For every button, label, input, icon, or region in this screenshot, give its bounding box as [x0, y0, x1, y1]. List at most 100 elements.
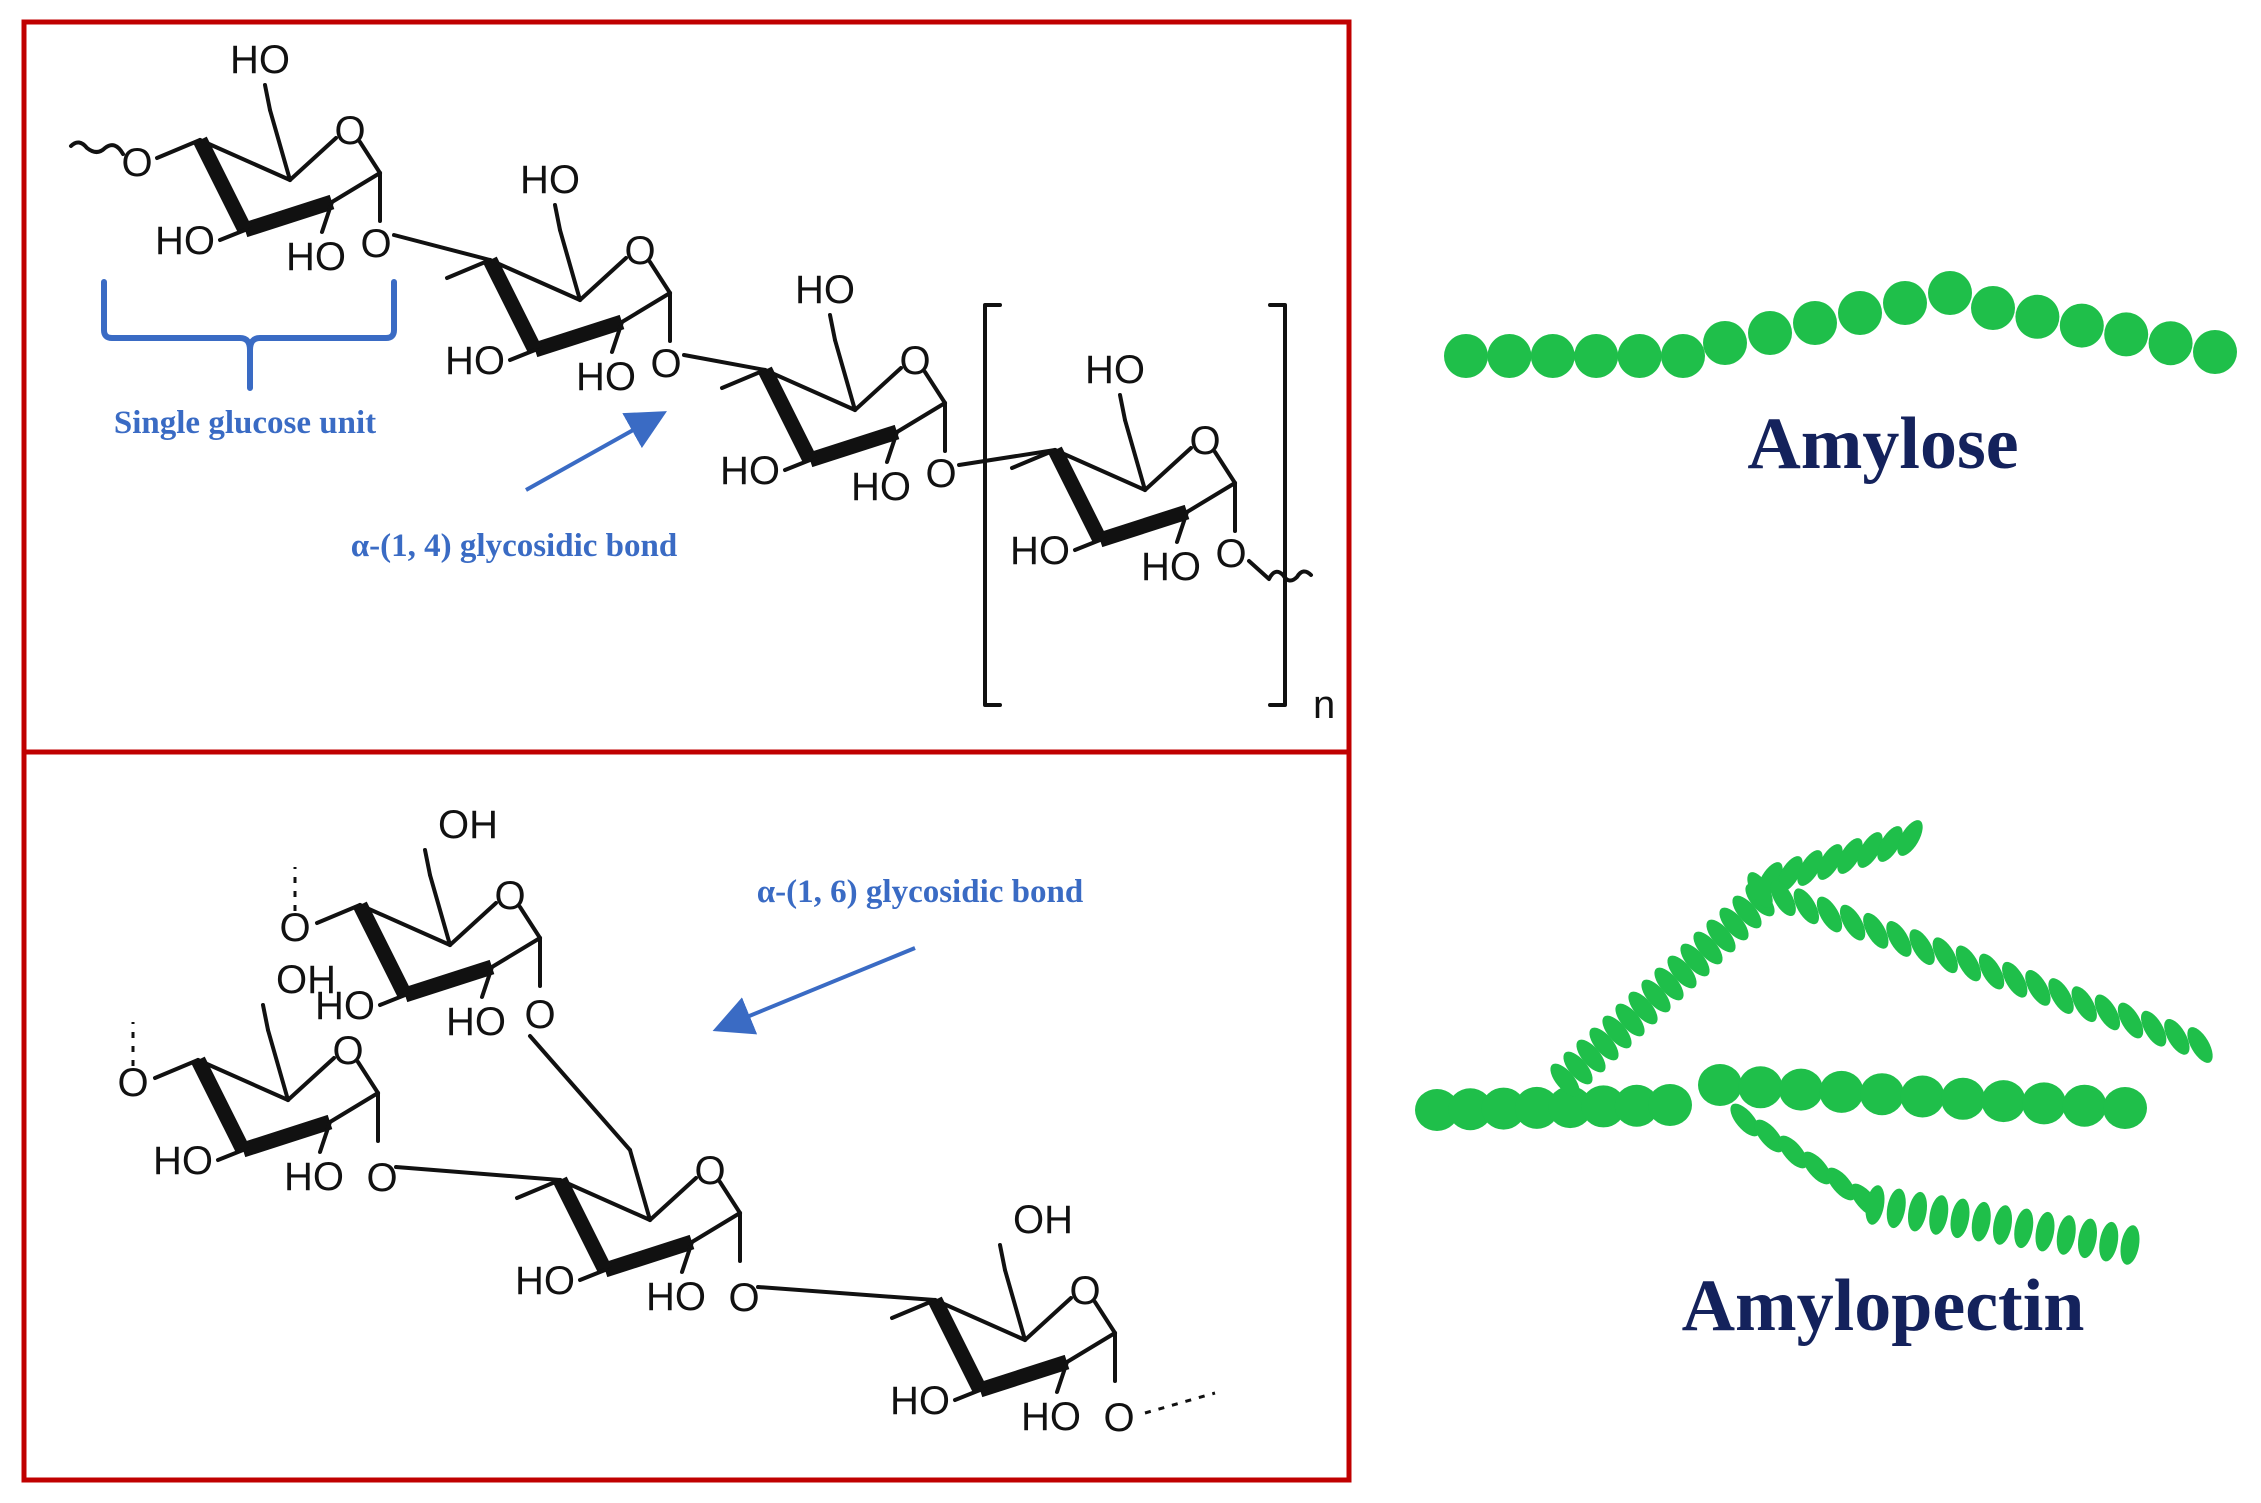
hydroxyl-label: HO — [284, 1155, 344, 1199]
bead — [1448, 1088, 1493, 1131]
ring-bond — [853, 366, 903, 412]
ring-bond — [315, 903, 362, 925]
ring-bond — [1118, 393, 1127, 422]
bead — [1548, 1086, 1593, 1129]
bead — [1838, 291, 1882, 335]
wedge-bond — [1048, 446, 1107, 544]
ring-bond — [356, 1060, 380, 1095]
bead — [1581, 1085, 1626, 1128]
bead — [1563, 1051, 1593, 1085]
bead — [2035, 1211, 2055, 1252]
ring-bond — [1213, 450, 1237, 485]
ring-oxygen-label: O — [1189, 419, 1220, 463]
bead — [1574, 334, 1619, 378]
bead — [2022, 1082, 2066, 1125]
ring-bond — [318, 1120, 332, 1154]
bead — [1802, 1151, 1832, 1185]
bead — [1909, 929, 1935, 966]
glycosidic-oxygen-label: O — [1103, 1396, 1134, 1440]
ring-bond — [423, 848, 432, 877]
bead — [2077, 1218, 2098, 1259]
bead — [2193, 330, 2237, 374]
glycosidic-bond — [528, 1034, 632, 1152]
ring-bond — [628, 1148, 652, 1222]
bead — [2104, 312, 2149, 357]
bead — [1860, 1073, 1904, 1116]
hydroxyl-label: HO — [1021, 1395, 1081, 1439]
bead — [1971, 286, 2015, 330]
bead — [1628, 991, 1658, 1025]
ring-bond — [783, 458, 812, 472]
bead — [1826, 1167, 1856, 1201]
bead — [1955, 945, 1982, 982]
ring-bond — [610, 320, 624, 354]
bead — [1950, 1198, 1970, 1239]
bead — [1932, 937, 1958, 974]
bead — [2048, 978, 2074, 1014]
bead — [1693, 931, 1723, 965]
wedge-bond — [353, 901, 412, 999]
glycosidic-oxygen-label: O — [650, 342, 681, 386]
ring-bond — [718, 1180, 742, 1215]
wedge-bond — [402, 959, 495, 1003]
alpha-1-6-bond-label: α-(1, 6) glycosidic bond — [757, 874, 1083, 910]
hydroxyl-label: HO — [646, 1275, 706, 1319]
bead — [1617, 334, 1662, 378]
hydroxyl-label: HO — [851, 465, 911, 509]
wedge-bond — [242, 194, 335, 238]
bead — [2164, 1018, 2190, 1055]
glycosidic-bond — [756, 1285, 937, 1302]
bead — [1738, 1066, 1783, 1109]
ring-bond — [218, 228, 247, 242]
annotations: Single glucose unit α-(1, 4) glycosidic … — [114, 405, 1083, 910]
glycosidic-oxygen-label: O — [925, 452, 956, 496]
bead — [2002, 961, 2028, 998]
glycosidic-oxygen-label: O — [117, 1061, 148, 1105]
ring-bond — [1053, 448, 1147, 492]
wedge-bond — [1097, 504, 1190, 548]
hydroxyl-label: HO — [445, 339, 505, 383]
bead — [1747, 872, 1773, 908]
wedge-bond — [602, 1234, 695, 1278]
ring-bond — [1185, 481, 1237, 514]
brace-label: Single glucose unit — [114, 405, 376, 441]
ring-bond — [885, 430, 899, 464]
wedge-bond — [977, 1354, 1070, 1398]
bead — [1883, 281, 1927, 325]
ring-bond — [480, 965, 494, 999]
ring-bond — [763, 368, 857, 412]
hydroxyl-label: HO — [890, 1379, 950, 1423]
bead — [1698, 1064, 1742, 1106]
glycosidic-oxygen-label: O — [366, 1156, 397, 1200]
bead — [2025, 969, 2051, 1006]
ring-bond — [648, 1176, 698, 1222]
ring-bond — [1143, 446, 1193, 492]
ring-bond — [153, 1058, 200, 1080]
hydroxyl-label: OH — [276, 958, 336, 1002]
bead — [2059, 303, 2104, 348]
ring-bond — [320, 200, 334, 234]
bead — [1576, 1039, 1606, 1073]
hydroxyl-label: HO — [576, 355, 636, 399]
hydroxyl-label: HO — [446, 1000, 506, 1044]
bead — [1863, 912, 1889, 949]
bottom-panel-frame — [21, 749, 1352, 1483]
ring-bond — [890, 1298, 937, 1320]
bead — [2071, 986, 2097, 1023]
bead — [1793, 301, 1837, 345]
bead — [1886, 1188, 1906, 1229]
bead — [2103, 1087, 2147, 1129]
glycosidic-oxygen-label: O — [1215, 532, 1246, 576]
hydroxyl-label: HO — [520, 158, 580, 202]
hydroxyl-label: HO — [1010, 529, 1070, 573]
bead — [1819, 1070, 1864, 1113]
bead — [1886, 921, 1912, 957]
bead — [1797, 850, 1823, 886]
ring-oxygen-label: O — [334, 109, 365, 153]
